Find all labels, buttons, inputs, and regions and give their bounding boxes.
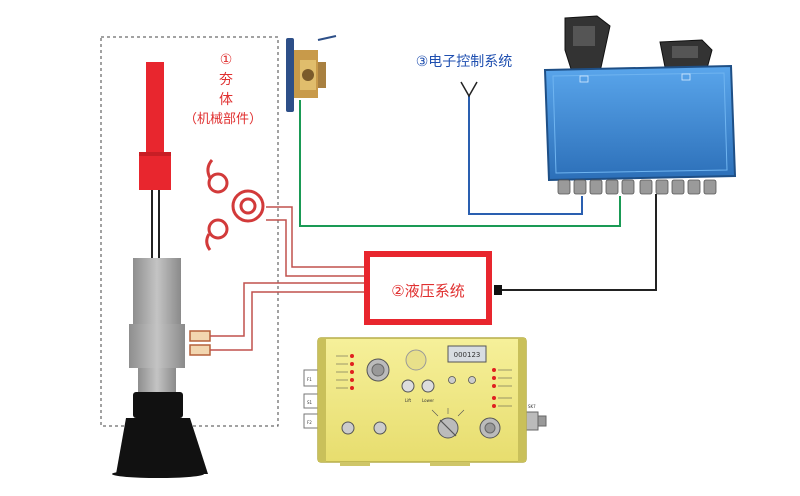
hydraulic-connector (494, 285, 502, 295)
chassis-label-num: ① (220, 52, 233, 68)
antenna-icon (460, 81, 478, 98)
blue-wire (468, 96, 583, 215)
panel-side-label-f2: F2 (307, 420, 312, 425)
panel-lift-label: Lift (405, 398, 412, 403)
chassis-label-line3: （机械部件） (184, 112, 262, 127)
sensor-device (286, 35, 337, 112)
chassis-label-line2: 体 (219, 92, 233, 108)
panel-display: 000123 (454, 351, 481, 359)
green-wire (299, 100, 621, 227)
tamper-foot (112, 392, 208, 478)
chassis-boundary (100, 36, 279, 427)
hydraulic-lines (210, 206, 368, 351)
panel-side-label-s1: S1 (307, 400, 313, 405)
panel-sk-label: SK7 (528, 404, 536, 409)
valve-blocks (189, 330, 211, 356)
hydraulic-system-box: ②液压系统 (364, 251, 492, 325)
electronic-label: ③电子控制系统 (416, 54, 513, 70)
control-box (543, 15, 737, 195)
red-pulley (205, 159, 265, 251)
chassis-label-line1: 夯 (219, 72, 233, 88)
control-panel: F1 S1 F2 SK7 000123 (303, 337, 547, 466)
hydraulic-label: ②液压系统 (391, 282, 464, 300)
panel-side-label-f1: F1 (307, 377, 312, 382)
panel-lower-label: Lower (422, 398, 434, 403)
red-rod (139, 62, 171, 190)
hydraulic-cylinder (129, 258, 185, 392)
black-wire (502, 194, 657, 291)
